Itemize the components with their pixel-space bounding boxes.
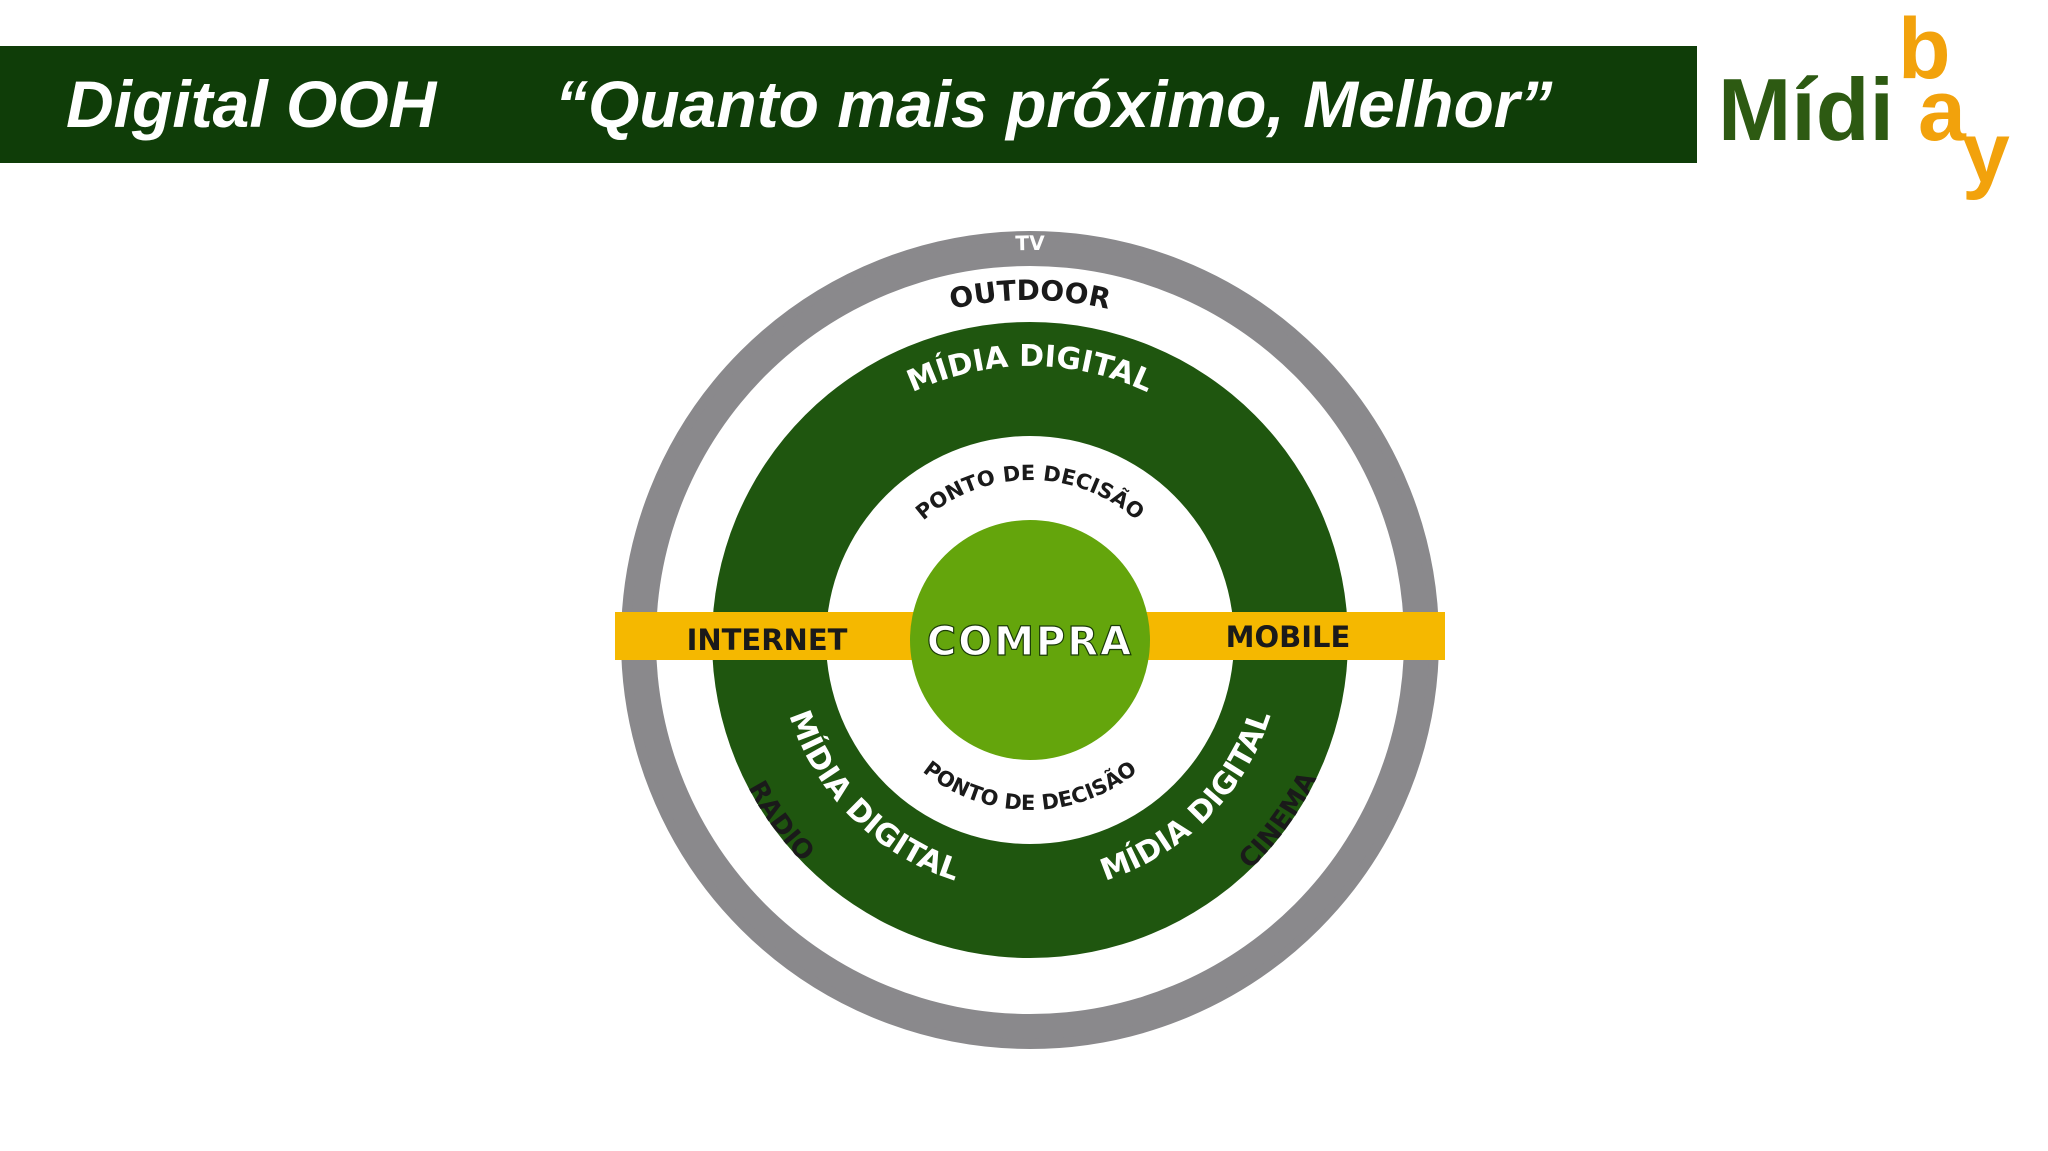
midiaby-logo: Mídi b a y [1718,1,2010,201]
center-label: COMPRA [927,619,1133,665]
logo-letter-y: y [1962,105,2010,201]
ring-label-tv: TV [1015,231,1045,255]
logo-word: Mídi [1718,60,1894,159]
page-subtitle: “Quanto mais próximo, Melhor” [555,67,1553,141]
center-circle [910,520,1150,760]
proximity-diagram: COMPRA INTERNET MOBILE TV OUTDOOR MÍDIA … [615,231,1445,1049]
logo-letter-a: a [1918,63,1967,159]
band-label-mobile: MOBILE [1226,620,1351,654]
band-label-internet: INTERNET [687,623,848,657]
page-title: Digital OOH [66,67,437,141]
logo-letter-b: b [1898,1,1951,97]
title-bar: Digital OOH “Quanto mais próximo, Melhor… [0,46,1697,163]
